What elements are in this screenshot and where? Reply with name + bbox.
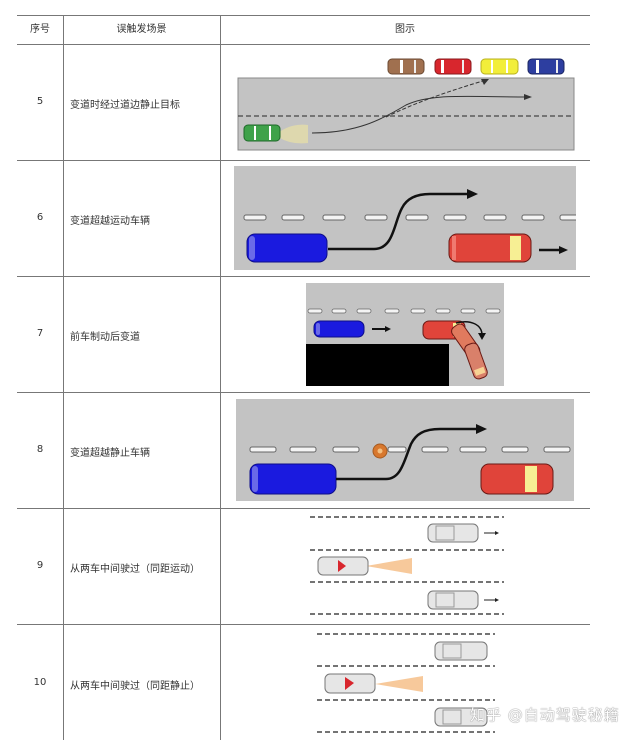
row-border [17, 160, 590, 161]
figure-lane-change-roadside-targets [237, 58, 575, 151]
row-number: 9 [36, 560, 44, 571]
row-number: 10 [33, 677, 47, 688]
row-number: 5 [36, 96, 44, 107]
row-scenario: 变道超越运动车辆 [70, 216, 150, 227]
parked-cars [387, 58, 565, 75]
row-scenario: 从两车中间驶过（同距静止） [70, 681, 200, 692]
column-divider [220, 15, 221, 740]
row-scenario: 变道超越静止车辆 [70, 448, 150, 459]
figure-overtake-moving-vehicle [234, 166, 576, 270]
row-number: 6 [36, 212, 44, 223]
figure-front-car-brake-lane-change [306, 283, 504, 386]
table-top-border [17, 15, 590, 16]
row-border [17, 508, 590, 509]
row-border [17, 276, 590, 277]
figure-pass-between-stationary-cars [317, 633, 495, 733]
row-number: 8 [36, 444, 44, 455]
row-border [17, 624, 590, 625]
figure-overtake-stationary-vehicle [236, 399, 574, 501]
row-number: 7 [36, 328, 44, 339]
header-bottom-border [17, 44, 590, 45]
row-border [17, 392, 590, 393]
header-scenario: 误触发场景 [116, 24, 167, 35]
black-obstacle [306, 344, 449, 386]
row-scenario: 变道时经过道边静止目标 [70, 100, 180, 111]
figure-pass-between-moving-cars [310, 516, 504, 615]
column-divider [63, 15, 64, 740]
header-number: 序号 [30, 24, 50, 35]
watermark: 知乎 @自动驾驶秘籍 [470, 706, 620, 724]
row-scenario: 前车制动后变道 [70, 332, 140, 343]
row-scenario: 从两车中间驶过（同距运动） [70, 564, 200, 575]
header-figure: 图示 [395, 24, 415, 35]
